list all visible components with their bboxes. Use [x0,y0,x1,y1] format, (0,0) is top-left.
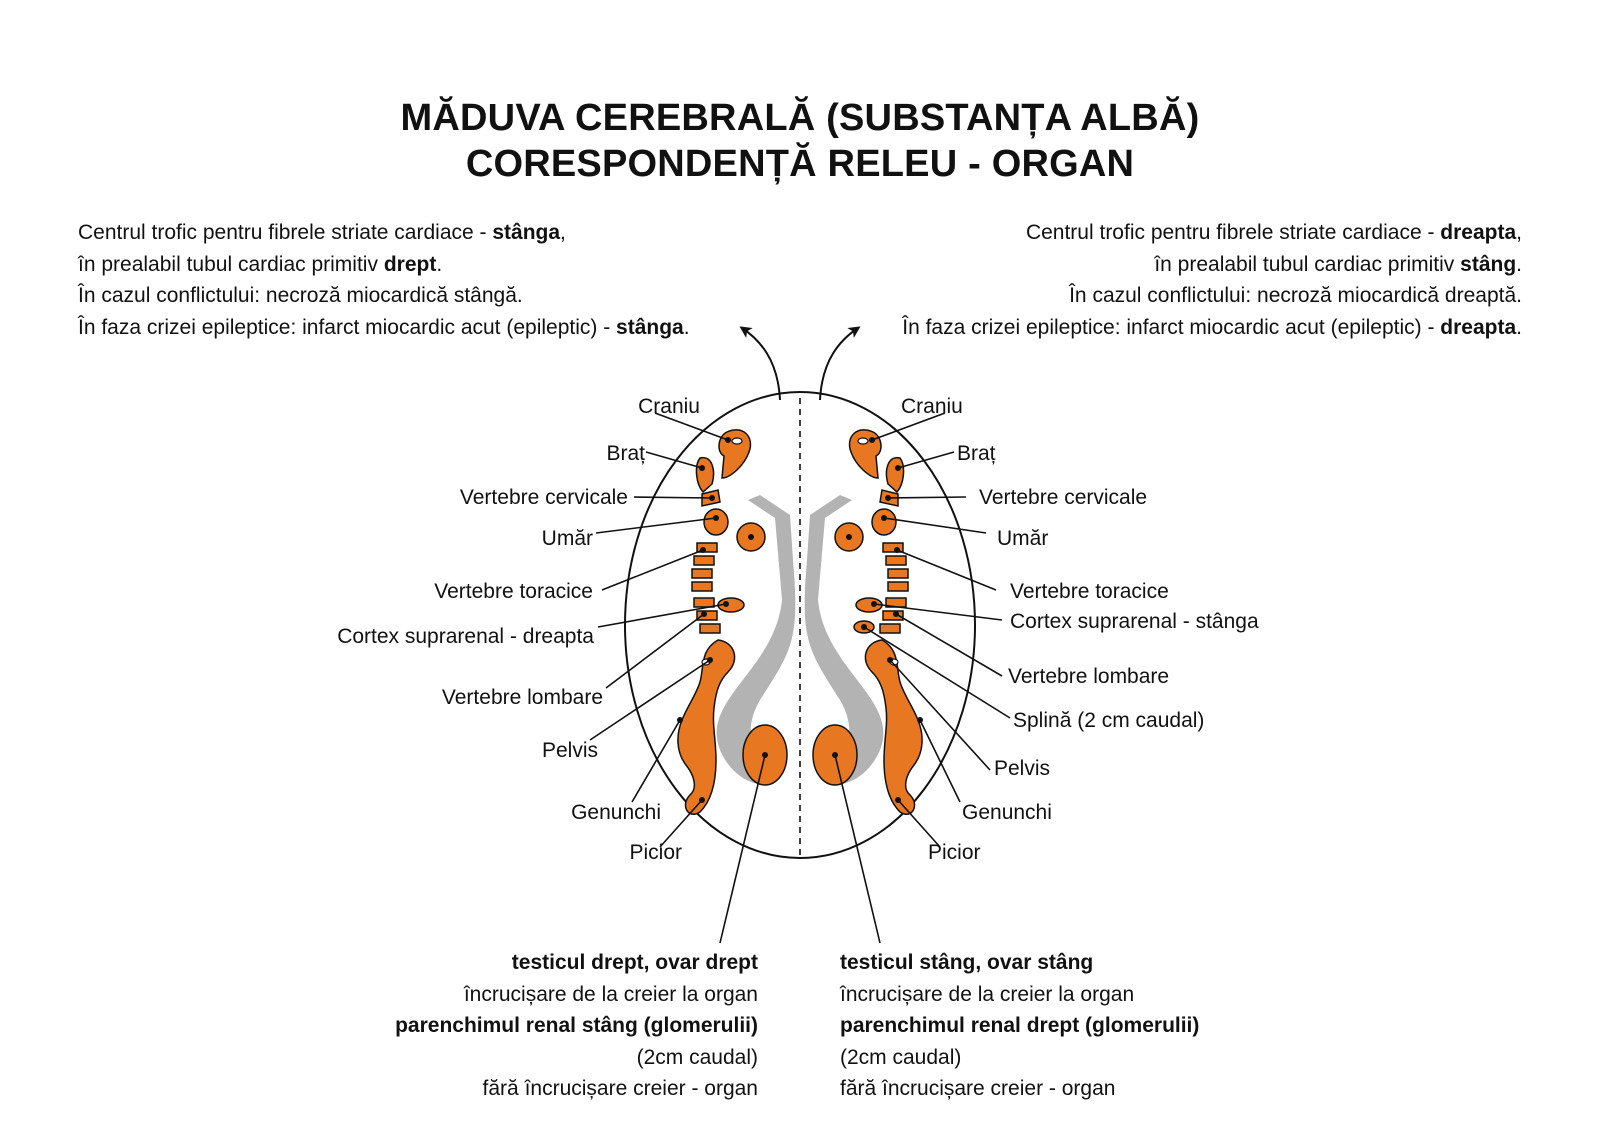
right-label-brat: Braț [957,442,996,465]
page-title-line-1: MĂDUVA CEREBRALĂ (SUBSTANȚA ALBĂ) [400,97,1200,139]
left-relays [677,429,788,815]
right-cardiac-note: Centrul trofic pentru fibrele striate ca… [902,217,1522,343]
left-brat-relay [695,456,715,494]
right-thoracic-2 [885,555,907,566]
right-label-vertebre-cervicale: Vertebre cervicale [979,486,1147,509]
right-label-craniu: Craniu [901,395,963,418]
right-note-line-2: în prealabil tubul cardiac primitiv stân… [1154,252,1522,276]
left-lombare-pelvis-relay [677,639,736,815]
right-craniu-relay [848,429,882,479]
left-leader-lines [589,412,766,944]
right-gray-pathway [804,495,884,785]
left-label-umar: Umăr [542,527,593,550]
right-lumbar-1 [882,610,904,621]
left-note-line-4: În faza crizei epileptice: infarct mioca… [78,315,690,339]
bottom-left-line-4: (2cm caudal) [636,1045,758,1069]
left-label-vertebre-cervicale: Vertebre cervicale [460,486,628,509]
left-lumbar-2 [699,623,721,634]
right-heart-arrow [819,326,861,401]
bottom-left-note: testicul drept, ovar drept încrucișare d… [395,947,758,1105]
left-thoracic-2 [693,555,715,566]
bottom-right-line-2: încrucișare de la creier la organ [840,982,1135,1006]
right-label-picior: Picior [928,841,981,864]
right-brat-relay [885,456,905,494]
left-heart-arrow [739,326,781,401]
right-label-umar: Umăr [997,527,1048,550]
left-craniu-relay [718,429,752,479]
right-label-genunchi: Genunchi [962,801,1052,824]
left-label-craniu: Craniu [638,395,700,418]
right-umar-relay [871,508,897,536]
brain-outline [624,391,976,859]
right-label-cortex-suprarenal: Cortex suprarenal - stânga [1010,610,1259,633]
left-lumbar-1 [696,610,718,621]
right-label-vertebre-toracice: Vertebre toracice [1010,580,1169,603]
left-note-line-3: În cazul conflictului: necroză miocardic… [78,284,523,307]
right-lumbar-2 [879,623,901,634]
right-label-vertebre-lombare: Vertebre lombare [1008,665,1169,688]
left-thoracic-1 [696,542,718,553]
page-title-line-2: CORESPONDENȚĂ RELEU - ORGAN [465,143,1135,185]
left-label-brat: Braț [606,442,645,465]
left-label-vertebre-lombare: Vertebre lombare [442,686,603,709]
right-leader-lines [834,412,1011,944]
right-label-splina: Splină (2 cm caudal) [1013,709,1204,732]
right-note-line-4: În faza crizei epileptice: infarct mioca… [902,315,1522,339]
left-label-vertebre-toracice: Vertebre toracice [434,580,593,603]
bottom-right-line-4: (2cm caudal) [840,1045,962,1069]
right-thoracic-4 [887,581,909,592]
right-label-pelvis: Pelvis [994,757,1050,780]
right-lombare-pelvis-relay [864,639,923,815]
left-label-cortex-suprarenal: Cortex suprarenal - dreapta [337,625,594,648]
bottom-right-line-1: testicul stâng, ovar stâng [840,951,1094,974]
left-label-genunchi: Genunchi [571,801,661,824]
bottom-right-note: testicul stâng, ovar stâng încrucișare d… [840,947,1199,1105]
left-cardiac-note: Centrul trofic pentru fibrele striate ca… [78,217,690,343]
left-thoracic-5 [693,597,715,608]
bottom-right-line-5: fără încrucișare creier - organ [840,1077,1116,1100]
right-thoracic-1 [882,542,904,553]
left-umar-relay [703,508,729,536]
right-note-line-3: În cazul conflictului: necroză miocardic… [1069,284,1522,307]
bottom-left-line-1: testicul drept, ovar drept [511,951,758,974]
left-gray-pathway [716,495,796,785]
bottom-left-line-3: parenchimul renal stâng (glomerulii) [395,1014,758,1037]
bottom-left-line-5: fără încrucișare creier - organ [482,1077,758,1100]
left-label-pelvis: Pelvis [542,739,598,762]
right-note-line-1: Centrul trofic pentru fibrele striate ca… [1025,221,1522,244]
bottom-left-line-2: încrucișare de la creier la organ [463,982,758,1006]
bottom-right-line-3: parenchimul renal drept (glomerulii) [840,1014,1200,1037]
left-note-line-2: în prealabil tubul cardiac primitiv drep… [78,252,443,276]
left-thoracic-3 [691,568,713,579]
left-label-picior: Picior [629,841,682,864]
right-thoracic-3 [887,568,909,579]
left-thoracic-4 [691,581,713,592]
leader-dots [677,437,923,803]
left-note-line-1: Centrul trofic pentru fibrele striate ca… [78,221,566,244]
